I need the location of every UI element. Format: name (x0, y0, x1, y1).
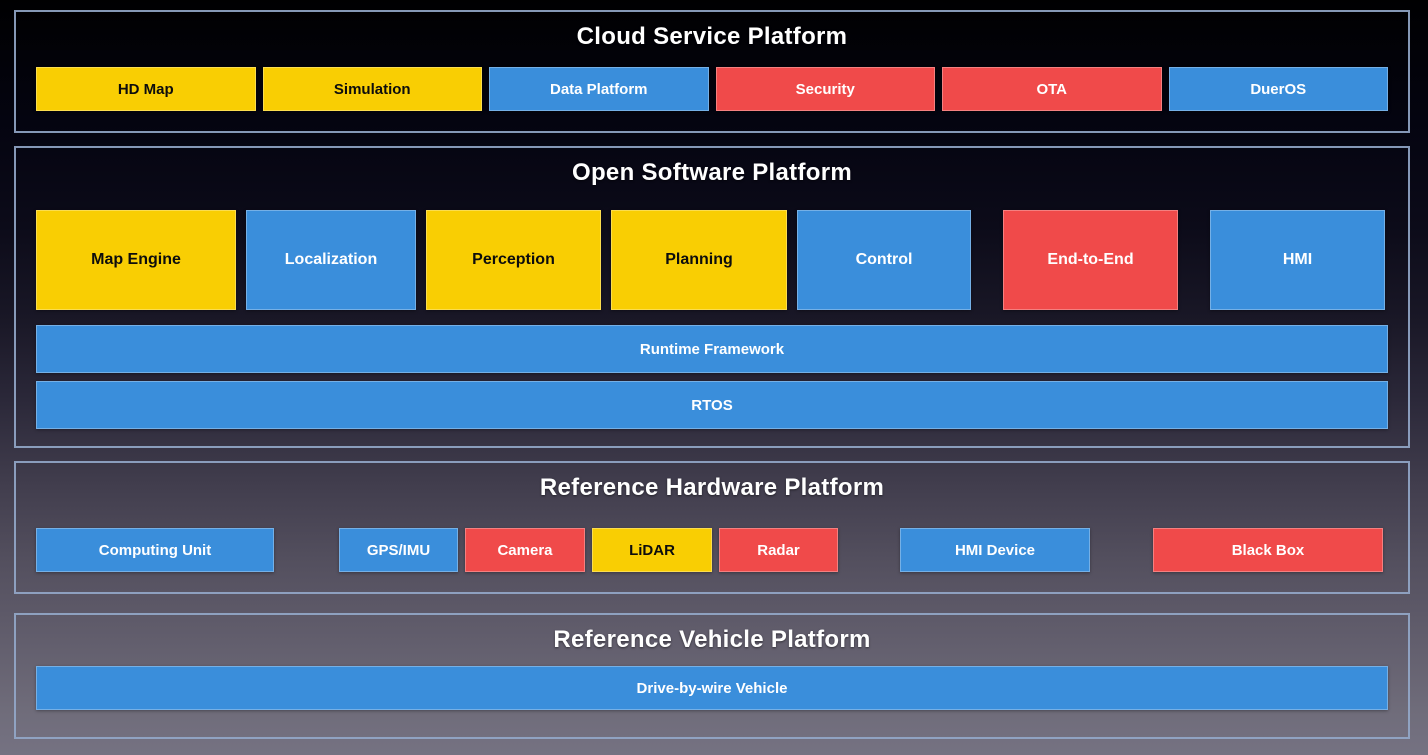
block-computing-unit: Computing Unit (36, 528, 274, 572)
reference-vehicle-platform-section: Reference Vehicle Platform Drive-by-wire… (14, 613, 1410, 739)
cloud-service-platform-section: Cloud Service Platform HD Map Simulation… (14, 10, 1410, 133)
software-modules-row: Map Engine Localization Perception Plann… (36, 210, 1388, 310)
hardware-row: Computing Unit GPS/IMU Camera LiDAR Rada… (36, 528, 1388, 572)
block-camera: Camera (465, 528, 585, 572)
open-software-platform-section: Open Software Platform Map Engine Locali… (14, 146, 1410, 448)
block-black-box: Black Box (1153, 528, 1383, 572)
block-simulation: Simulation (262, 67, 482, 111)
block-dueros: DuerOS (1168, 67, 1388, 111)
reference-hardware-platform-section: Reference Hardware Platform Computing Un… (14, 461, 1410, 594)
reference-hardware-platform-title: Reference Hardware Platform (539, 474, 885, 501)
block-hd-map: HD Map (36, 67, 256, 111)
block-planning: Planning (611, 210, 787, 310)
block-map-engine: Map Engine (36, 210, 236, 310)
reference-vehicle-platform-title: Reference Vehicle Platform (553, 626, 871, 653)
block-rtos: RTOS (36, 381, 1388, 429)
block-hmi-device: HMI Device (900, 528, 1090, 572)
block-hmi: HMI (1210, 210, 1385, 310)
block-perception: Perception (426, 210, 601, 310)
block-security: Security (715, 67, 935, 111)
block-drive-by-wire-vehicle: Drive-by-wire Vehicle (36, 666, 1388, 710)
block-control: Control (797, 210, 971, 310)
cloud-services-row: HD Map Simulation Data Platform Security… (36, 67, 1388, 111)
block-data-platform: Data Platform (489, 67, 709, 111)
open-software-platform-title: Open Software Platform (572, 159, 852, 186)
block-end-to-end: End-to-End (1003, 210, 1178, 310)
block-runtime-framework: Runtime Framework (36, 325, 1388, 373)
cloud-service-platform-title: Cloud Service Platform (576, 23, 848, 50)
block-radar: Radar (719, 528, 838, 572)
block-gps-imu: GPS/IMU (339, 528, 458, 572)
block-localization: Localization (246, 210, 416, 310)
block-ota: OTA (942, 67, 1162, 111)
block-lidar: LiDAR (592, 528, 712, 572)
